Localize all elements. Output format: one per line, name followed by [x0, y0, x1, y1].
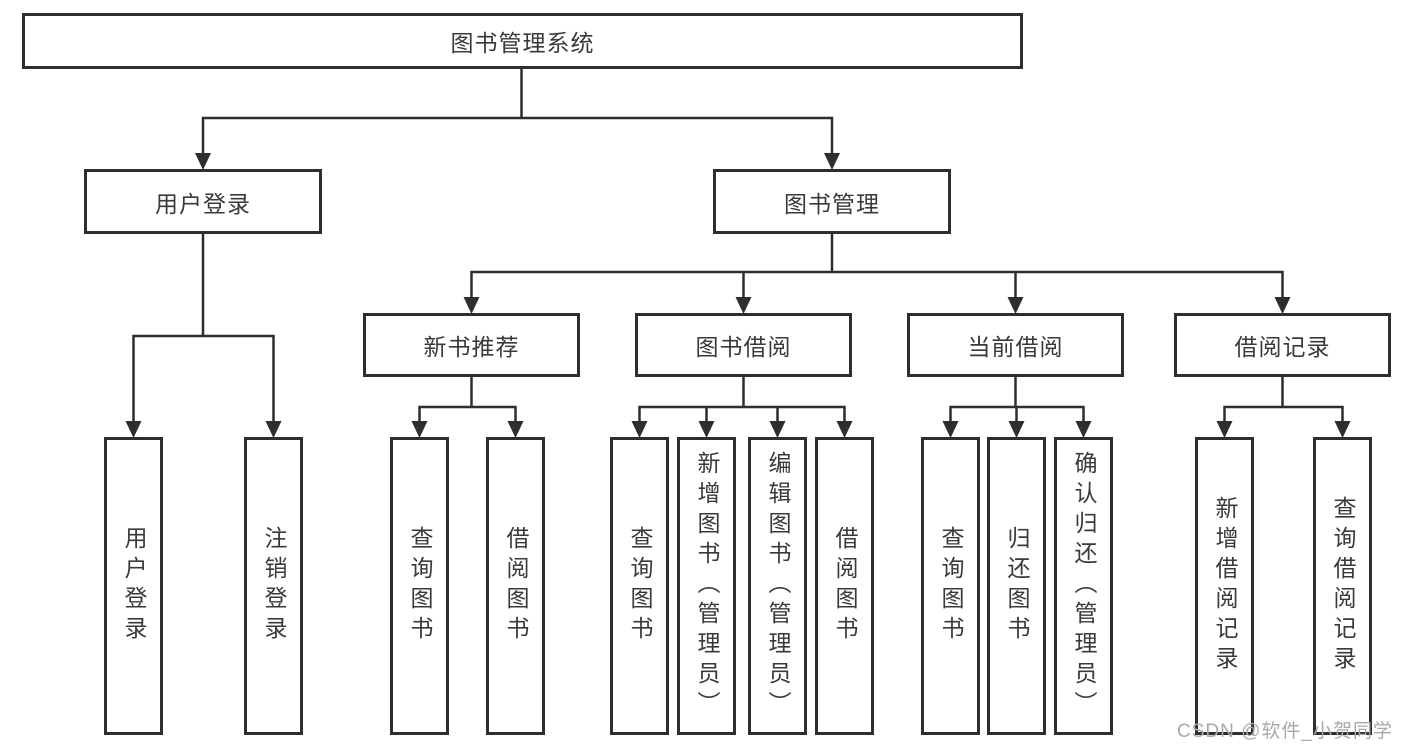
- node-records-query-record: 查询借阅记录: [1313, 437, 1372, 735]
- node-new-book-recommend: 新书推荐: [363, 313, 580, 377]
- connector-new-book-recommend-to-children: [418, 374, 517, 425]
- node-records-query-record-label: 查询借阅记录: [1330, 496, 1356, 676]
- node-borrowing-edit-book-admin-label: 编辑图书（管理员）: [765, 451, 791, 721]
- node-current-confirm-return-admin: 确认归还（管理员）: [1054, 437, 1113, 735]
- node-recommend-query-book-label: 查询图书: [407, 526, 433, 646]
- node-borrowing-edit-book-admin: 编辑图书（管理员）: [748, 437, 807, 735]
- node-current-return-book-label: 归还图书: [1004, 526, 1030, 646]
- csdn-watermark: CSDN @软件_小贺同学: [1177, 721, 1393, 742]
- node-user-login-label: 用户登录: [121, 526, 147, 646]
- node-borrowing-borrow-book-label: 借阅图书: [832, 526, 858, 646]
- node-user-login-group-label: 用户登录: [155, 190, 251, 217]
- node-borrowing-add-book-admin: 新增图书（管理员）: [677, 437, 736, 735]
- node-records-add-record: 新增借阅记录: [1195, 437, 1254, 735]
- node-recommend-query-book: 查询图书: [390, 437, 449, 735]
- arrowheads: [125, 153, 1351, 438]
- node-book-borrowing-label: 图书借阅: [695, 334, 792, 360]
- node-borrow-records-label: 借阅记录: [1234, 334, 1331, 360]
- node-current-query-book: 查询图书: [921, 437, 980, 735]
- node-borrowing-borrow-book: 借阅图书: [815, 437, 874, 735]
- node-borrowing-query-book: 查询图书: [610, 437, 669, 735]
- node-current-return-book: 归还图书: [987, 437, 1046, 735]
- connector-root-to-level2: [201, 64, 834, 157]
- node-book-management: 图书管理: [713, 169, 951, 234]
- node-borrowing-add-book-admin-label: 新增图书（管理员）: [694, 451, 720, 721]
- node-user-login-group: 用户登录: [84, 169, 322, 234]
- node-current-confirm-return-admin-label: 确认归还（管理员）: [1071, 451, 1097, 721]
- node-user-login: 用户登录: [104, 437, 163, 735]
- node-library-management-system: 图书管理系统: [22, 13, 1023, 69]
- node-borrowing-query-book-label: 查询图书: [627, 526, 653, 646]
- node-current-borrowing-label: 当前借阅: [967, 334, 1064, 360]
- node-records-add-record-label: 新增借阅记录: [1212, 496, 1238, 676]
- connector-book-management-to-children: [470, 231, 1284, 301]
- node-borrow-records: 借阅记录: [1174, 313, 1391, 377]
- connector-current-borrowing-to-children: [949, 374, 1085, 425]
- node-book-management-label: 图书管理: [784, 190, 880, 217]
- node-recommend-borrow-book: 借阅图书: [486, 437, 545, 735]
- node-logout-label: 注销登录: [261, 526, 287, 646]
- node-book-borrowing: 图书借阅: [635, 313, 852, 377]
- node-new-book-recommend-label: 新书推荐: [423, 334, 520, 360]
- connector-user-login-to-children: [132, 231, 275, 425]
- connector-book-borrowing-to-children: [638, 374, 846, 425]
- node-current-query-book-label: 查询图书: [938, 526, 964, 646]
- node-recommend-borrow-book-label: 借阅图书: [503, 526, 529, 646]
- node-current-borrowing: 当前借阅: [907, 313, 1124, 377]
- node-logout: 注销登录: [244, 437, 303, 735]
- node-library-management-system-label: 图书管理系统: [450, 30, 595, 56]
- connector-borrow-records-to-children: [1223, 374, 1344, 425]
